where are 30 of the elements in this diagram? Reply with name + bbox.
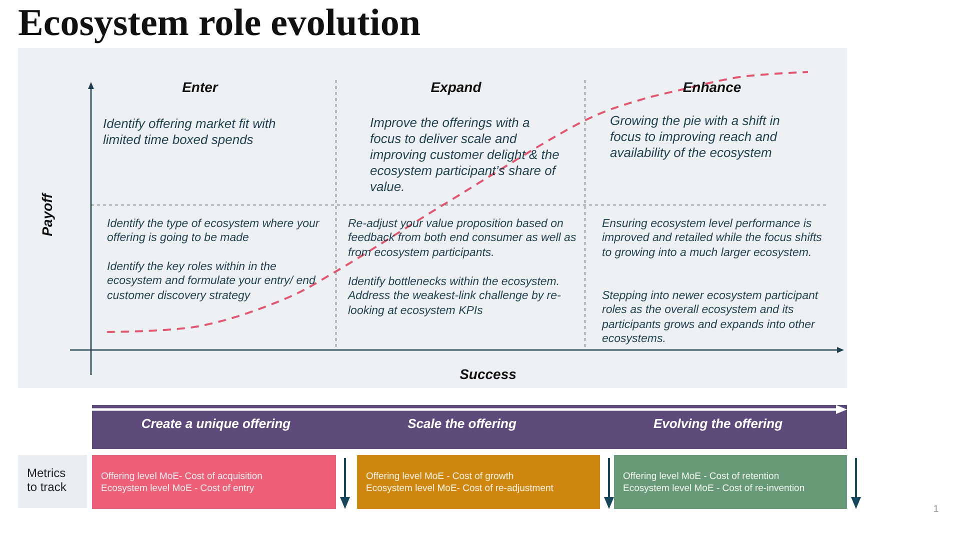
metric-box [92,455,336,509]
action-text: Identify bottlenecks within the ecosystem. Address the weakest-link challenge by re-looking at ecosystem KPIs [348,275,562,318]
phase-description: Growing the pie with a shift in focus to improving reach and availability of the ecosystem [610,113,781,161]
stage-label: Scale the offering [406,415,518,432]
stage-label: Evolving the offering [652,415,784,432]
metric-text: Ecosystem level MoE - Cost of entry [101,482,256,494]
action-text: Ensuring ecosystem level performance is improved and retailed while the focus shifts to growing into a much larger ecosystem. [602,217,823,260]
action-text: Identify the type of ecosystem where your offering is going to be made [107,217,320,246]
stage-band [92,405,847,449]
phase-description: Identify offering market fit with limited time boxed spends [103,116,277,148]
title: Ecosystem role evolution [18,1,420,45]
page-number: 1 [932,504,940,516]
metric-box [614,455,847,509]
action-text: Identify the key roles within in the ecosystem and formulate your entry/ end customer discovery strategy [107,260,317,304]
metric-text: Ecosystem level MoE- Cost of re-adjustment [366,482,554,494]
row-header: Metrics to track [18,455,87,508]
metric-box [357,455,600,509]
action-text: Stepping into newer ecosystem participant roles as the overall ecosystem and its participants grows and expands into other ecosystems. [602,289,820,347]
axis-label: Success [458,365,518,383]
phase-heading: Enter [181,78,220,96]
metric-text: Ecosystem level MoE - Cost of re-invention [623,482,806,494]
phase-description: Improve the offerings with a focus to deliver scale and improving customer delight & the ecosystem participant’s share of value. [370,115,560,195]
axis-label: Payoff [38,192,56,238]
stage-label: Create a unique offering [140,415,292,432]
phase-heading: Enhance [682,78,742,96]
phase-heading: Expand [430,78,482,96]
metric-text: Offering level MoE - Cost of growth [366,470,515,482]
action-text: Re-adjust your value proposition based on feedback from both end consumer as well as from ecosystem participants. [348,217,578,260]
metric-text: Offering level MoE - Cost of retention [623,470,780,482]
metric-text: Offering level MoE- Cost of acquisition [101,470,264,482]
